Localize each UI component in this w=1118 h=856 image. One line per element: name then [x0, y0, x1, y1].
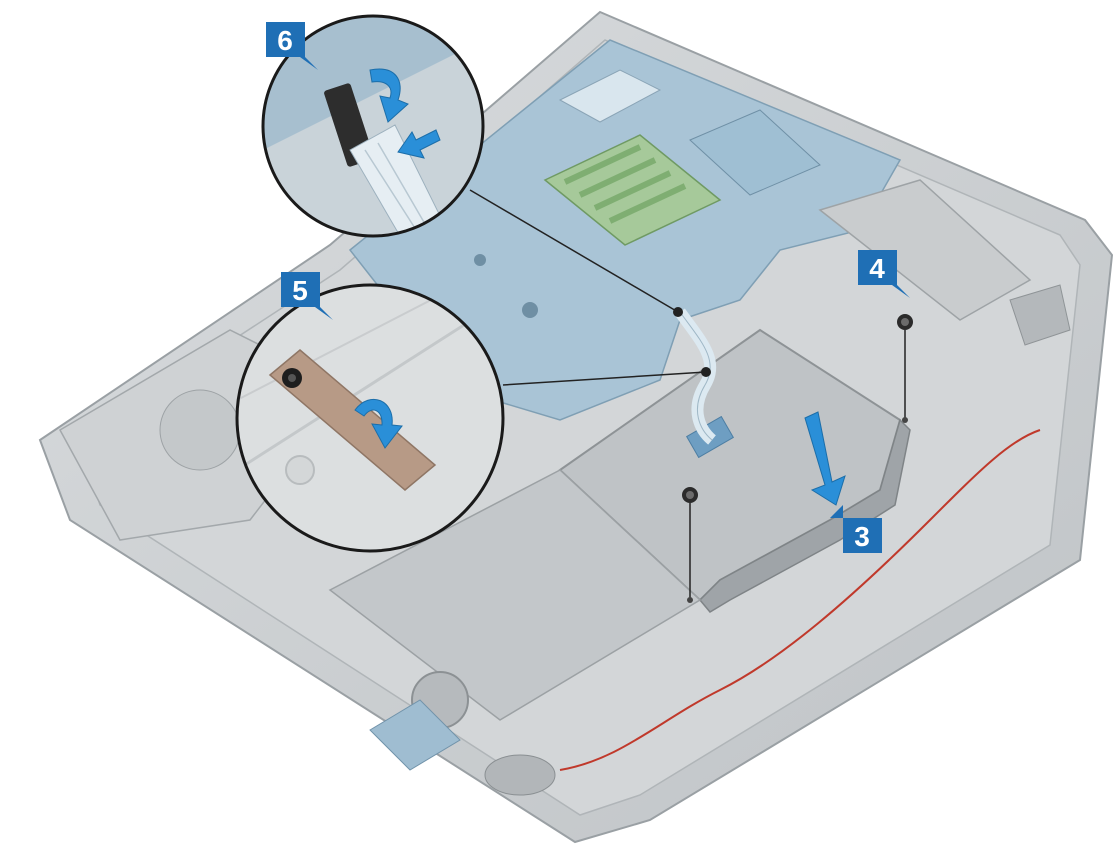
screw-icon: [682, 487, 698, 503]
speaker-left: [484, 754, 556, 796]
connector-cable-stripes: [364, 142, 433, 236]
adhesive-tape: [268, 349, 437, 491]
callout-step-6: 6: [266, 22, 318, 70]
io-bracket-plate: [818, 179, 1032, 321]
screw-boss: [285, 455, 315, 485]
motherboard-chip: [474, 254, 486, 266]
down-arrow-icon: [804, 411, 846, 506]
screw-icon: [897, 314, 913, 330]
callout-step-4-label: 4: [869, 253, 885, 284]
zoom-circle-tape: [235, 283, 505, 553]
touchpad-flex-cable-edge: [679, 311, 713, 441]
speaker-right: [1009, 284, 1071, 346]
memory-module-chips: [563, 144, 687, 224]
callout-step-5-label: 5: [292, 275, 308, 306]
wifi-card: [558, 69, 662, 123]
speaker-wire: [559, 429, 1041, 771]
leader-line-5: [502, 371, 707, 386]
motherboard-chip: [522, 302, 538, 318]
slide-arrow-icon: [397, 129, 441, 159]
leader-line-6: [469, 189, 679, 313]
callout-step-3: 3: [830, 505, 882, 553]
hard-drive-hub: [159, 389, 241, 471]
screw-hole: [902, 417, 908, 423]
callout-step-4: 4: [858, 250, 910, 298]
callout-step-5: 5: [281, 272, 333, 320]
palmrest-lower: [328, 429, 1041, 796]
io-board-bracket: [818, 179, 1071, 346]
screw-hole: [687, 597, 693, 603]
leader-anchor-6: [673, 307, 683, 317]
curved-arrow-icon: [369, 68, 409, 123]
callout-step-6-label: 6: [277, 25, 293, 56]
curved-arrow-icon: [354, 398, 403, 449]
leader-anchor-5: [701, 367, 711, 377]
io-daughterboard: [369, 699, 461, 771]
ssd-module: [689, 109, 821, 196]
callout-step-3-label: 3: [854, 521, 870, 552]
motherboard: [348, 39, 902, 421]
touchpad-bracket-edge: [698, 418, 911, 613]
